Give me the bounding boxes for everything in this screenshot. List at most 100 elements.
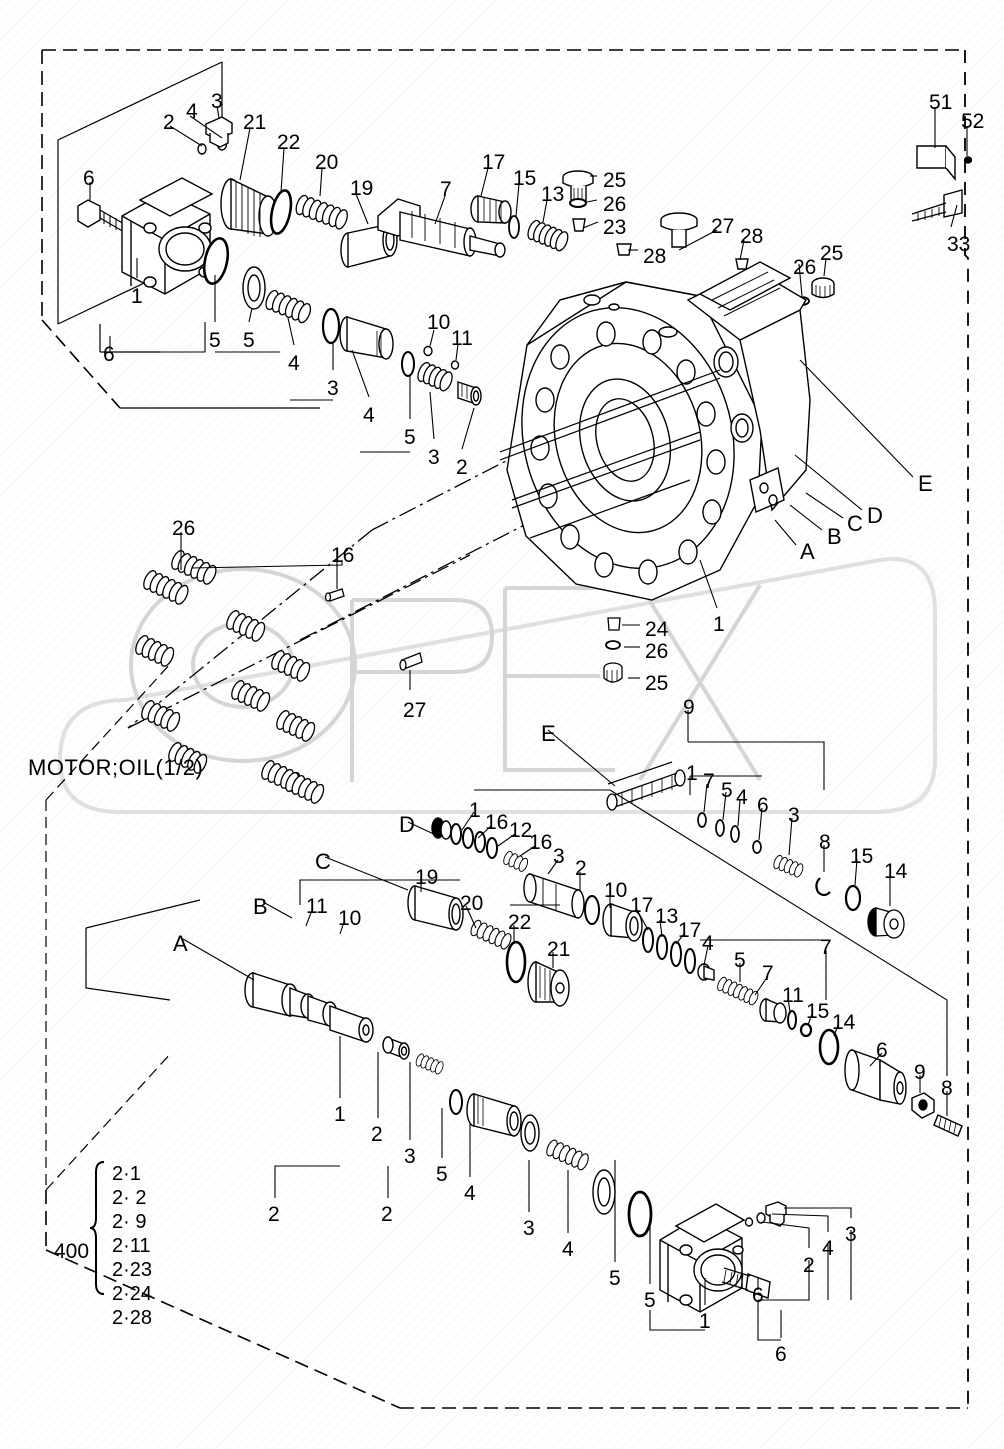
callout-lo-20: 20 <box>460 892 484 915</box>
callout-lo-3: 3 <box>553 845 565 868</box>
leaders-top <box>89 105 968 450</box>
callout-bo-5c: 5 <box>644 1289 656 1312</box>
callout-e-15: 15 <box>850 845 874 868</box>
callout-lo-11b: 11 <box>306 895 328 918</box>
callout-7: 7 <box>440 178 452 201</box>
callout-lo-1: 1 <box>469 799 481 822</box>
callout-bo-1: 1 <box>334 1103 346 1126</box>
section-marker-d: D <box>867 503 883 528</box>
callout-e-3: 3 <box>788 804 800 827</box>
callout-3c: 3 <box>428 446 440 469</box>
callout-e-9: 9 <box>683 696 695 719</box>
legend-group-number: 400 <box>54 1240 90 1263</box>
callout-bo-5: 5 <box>436 1163 448 1186</box>
seal-5-b-top <box>242 266 266 310</box>
callout-lo-8: 8 <box>941 1077 953 1100</box>
callout-lo-17b: 17 <box>678 919 702 942</box>
callout-bo-2c: 2 <box>381 1203 393 1226</box>
diagram-title: MOTOR;OIL(1/2) <box>28 755 204 780</box>
callout-e-14: 14 <box>884 860 908 883</box>
legend-brace <box>89 1161 105 1295</box>
part-17-top <box>470 195 512 224</box>
callout-33: 33 <box>947 233 971 256</box>
sleeve-4-top <box>339 316 394 360</box>
callout-28: 28 <box>643 245 667 268</box>
callout-6b: 6 <box>103 343 115 366</box>
piston-2-top <box>457 381 482 406</box>
callout-lo-17: 17 <box>630 894 654 917</box>
callout-26b: 26 <box>793 256 817 279</box>
callout-4b: 4 <box>288 352 300 375</box>
callout-13: 13 <box>541 183 565 206</box>
callout-3b: 3 <box>327 377 339 400</box>
callout-lo-10b: 10 <box>338 907 362 930</box>
callout-e-1: 1 <box>686 762 698 785</box>
bottom-valve-block <box>659 1201 787 1313</box>
plate-51 <box>916 145 956 181</box>
callout-10: 10 <box>427 311 451 334</box>
callout-lo-14: 14 <box>832 1011 856 1034</box>
leaders-housing <box>622 359 914 679</box>
boundary-right-vertical <box>964 50 969 1408</box>
legend-item: 2·1 <box>112 1163 141 1185</box>
callout-26: 26 <box>603 193 627 216</box>
pin-27-mid <box>399 652 423 671</box>
leaders-detail-e <box>547 710 891 906</box>
legend-list: 2·1 2· 2 2· 9 2·11 2·23 2·24 2·28 <box>112 1162 152 1330</box>
callout-19: 19 <box>350 177 374 200</box>
springs-region-outline <box>45 661 173 1191</box>
callout-lo-4: 4 <box>702 932 714 955</box>
detail-marker-b-lower: B <box>253 894 268 919</box>
callout-26c: 26 <box>645 640 669 663</box>
bolt-33 <box>911 189 963 222</box>
callout-lo-10: 10 <box>604 879 628 902</box>
oring-5-c-top <box>401 351 415 377</box>
pin-52 <box>963 156 973 164</box>
plug-23-top <box>572 218 586 232</box>
legend-item: 2· 2 <box>112 1187 147 1209</box>
plug-25-b-top <box>811 277 835 299</box>
callout-bo-3b: 3 <box>523 1217 535 1240</box>
callout-e-8: 8 <box>819 831 831 854</box>
plug-3-top <box>205 116 233 148</box>
callout-bo-4b: 4 <box>562 1238 574 1261</box>
shaft-lines <box>499 369 721 539</box>
section-marker-a: A <box>800 539 815 564</box>
callout-lo-19: 19 <box>415 866 439 889</box>
valve-7-top <box>377 198 506 258</box>
callout-17: 17 <box>482 151 506 174</box>
callout-15: 15 <box>513 167 537 190</box>
callout-52: 52 <box>961 110 985 133</box>
callout-25c: 25 <box>645 672 669 695</box>
detail-marker-d-lower: D <box>399 812 415 837</box>
detail-marker-c-lower: C <box>315 849 331 874</box>
oring-26-top <box>569 198 587 208</box>
group-d-rings <box>431 817 498 859</box>
callout-1: 1 <box>131 285 143 308</box>
group-a-spool <box>244 972 653 1238</box>
callout-lo-7b: 7 <box>820 936 832 959</box>
callout-lo-5: 5 <box>734 949 746 972</box>
callout-e-7: 7 <box>703 770 715 793</box>
oring-22-top <box>269 189 293 235</box>
callout-lo-16b: 16 <box>529 831 553 854</box>
valve-block-body-1 <box>121 177 214 295</box>
callout-bo-1b: 1 <box>699 1310 711 1333</box>
detail-marker-e: E <box>541 721 556 746</box>
callout-25b: 25 <box>820 242 844 265</box>
callout-bo-2: 2 <box>371 1123 383 1146</box>
section-marker-b: B <box>827 524 842 549</box>
detail-marker-a-lower: A <box>173 931 188 956</box>
callout-5b: 5 <box>243 329 255 352</box>
screw-27-top <box>660 212 698 248</box>
callout-20: 20 <box>315 151 339 174</box>
bracket-lines-top <box>137 322 410 453</box>
callout-bo-2d: 2 <box>803 1254 815 1277</box>
callout-lo-21: 21 <box>547 938 571 961</box>
leaders-bottom <box>274 1036 852 1341</box>
callout-lo-22: 22 <box>508 911 532 934</box>
callout-bo-3: 3 <box>404 1145 416 1168</box>
callout-bo-2b: 2 <box>268 1203 280 1226</box>
callout-bo-5b: 5 <box>609 1267 621 1290</box>
legend-item: 2·23 <box>112 1259 153 1281</box>
